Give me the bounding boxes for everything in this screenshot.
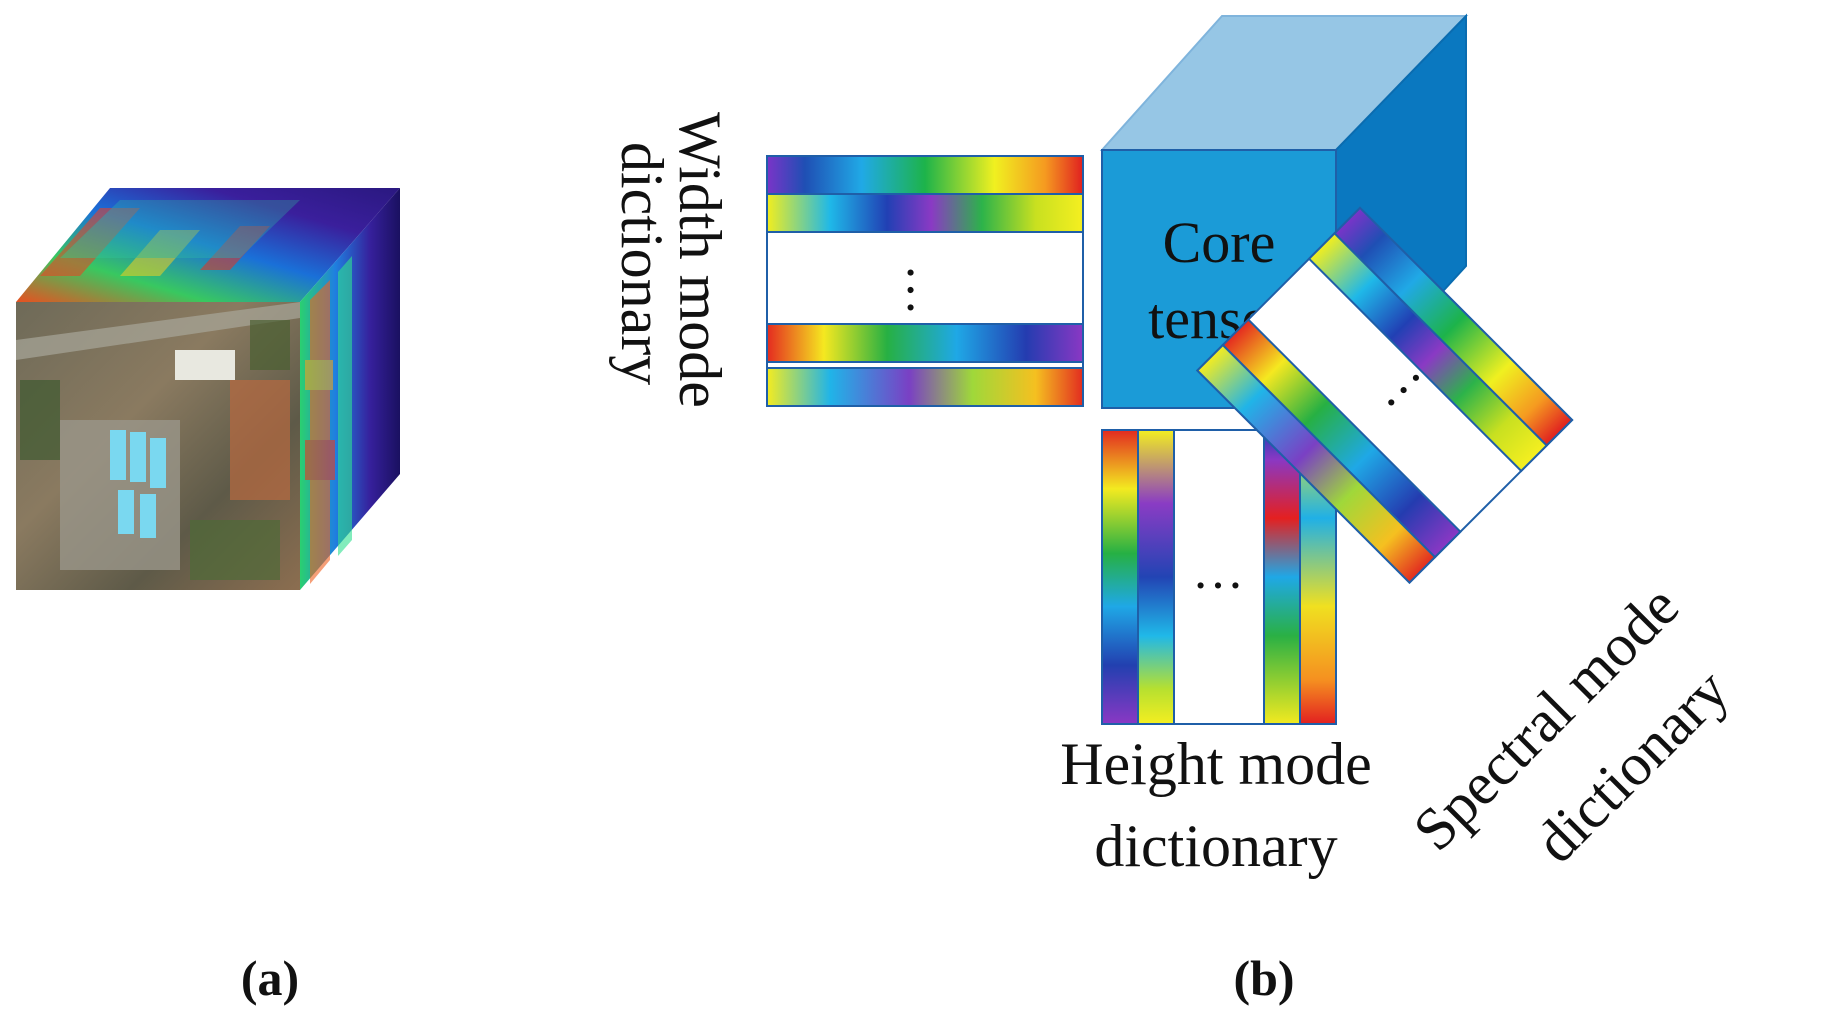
height-atom-1: [1101, 429, 1139, 725]
width-mode-dictionary: … Width mode dictionary: [609, 112, 1084, 408]
width-label-line2: dictionary: [609, 142, 675, 385]
panel-b-label: (b): [1233, 950, 1294, 1006]
width-label-line1: Width mode: [667, 112, 733, 408]
cube-side-stripes: [305, 256, 352, 584]
cube-top-stripes: [40, 200, 300, 276]
aerial-details: [16, 302, 300, 580]
width-atom-1: [766, 155, 1084, 195]
spectral-atom-2: [1307, 231, 1549, 473]
width-ellipsis: …: [896, 264, 953, 316]
spectral-atom-4: [1195, 343, 1437, 585]
height-atom-3: [1263, 429, 1301, 725]
height-atom-2: [1137, 429, 1175, 725]
height-ellipsis: …: [1192, 543, 1244, 600]
height-label-line2: dictionary: [1094, 813, 1337, 879]
width-atom-4: [766, 367, 1084, 407]
width-atom-3: [766, 323, 1084, 363]
spectral-mode-dictionary: …: [1195, 206, 1574, 585]
height-mode-dictionary: … Height mode dictionary: [1060, 429, 1372, 879]
core-label-line1: Core: [1163, 210, 1276, 275]
panel-a-label: (a): [241, 950, 299, 1006]
width-atom-2: [766, 193, 1084, 233]
height-label-line1: Height mode: [1060, 731, 1372, 797]
hyperspectral-cube: [16, 188, 400, 590]
